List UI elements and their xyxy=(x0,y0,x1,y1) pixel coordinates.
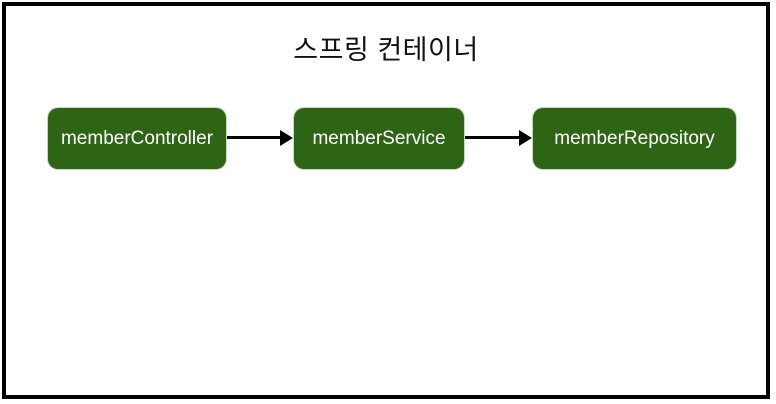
node-member-repository: memberRepository xyxy=(533,108,736,169)
node-label: memberService xyxy=(312,127,446,149)
arrow-service-to-repository xyxy=(465,136,519,139)
arrow-controller-to-service xyxy=(227,136,280,139)
node-member-service: memberService xyxy=(294,108,464,169)
spring-container-frame: 스프링 컨테이너 memberController memberService … xyxy=(2,2,770,399)
diagram-title: 스프링 컨테이너 xyxy=(293,35,479,65)
node-label: memberRepository xyxy=(554,127,715,149)
node-member-controller: memberController xyxy=(48,108,226,169)
node-label: memberController xyxy=(60,127,214,149)
